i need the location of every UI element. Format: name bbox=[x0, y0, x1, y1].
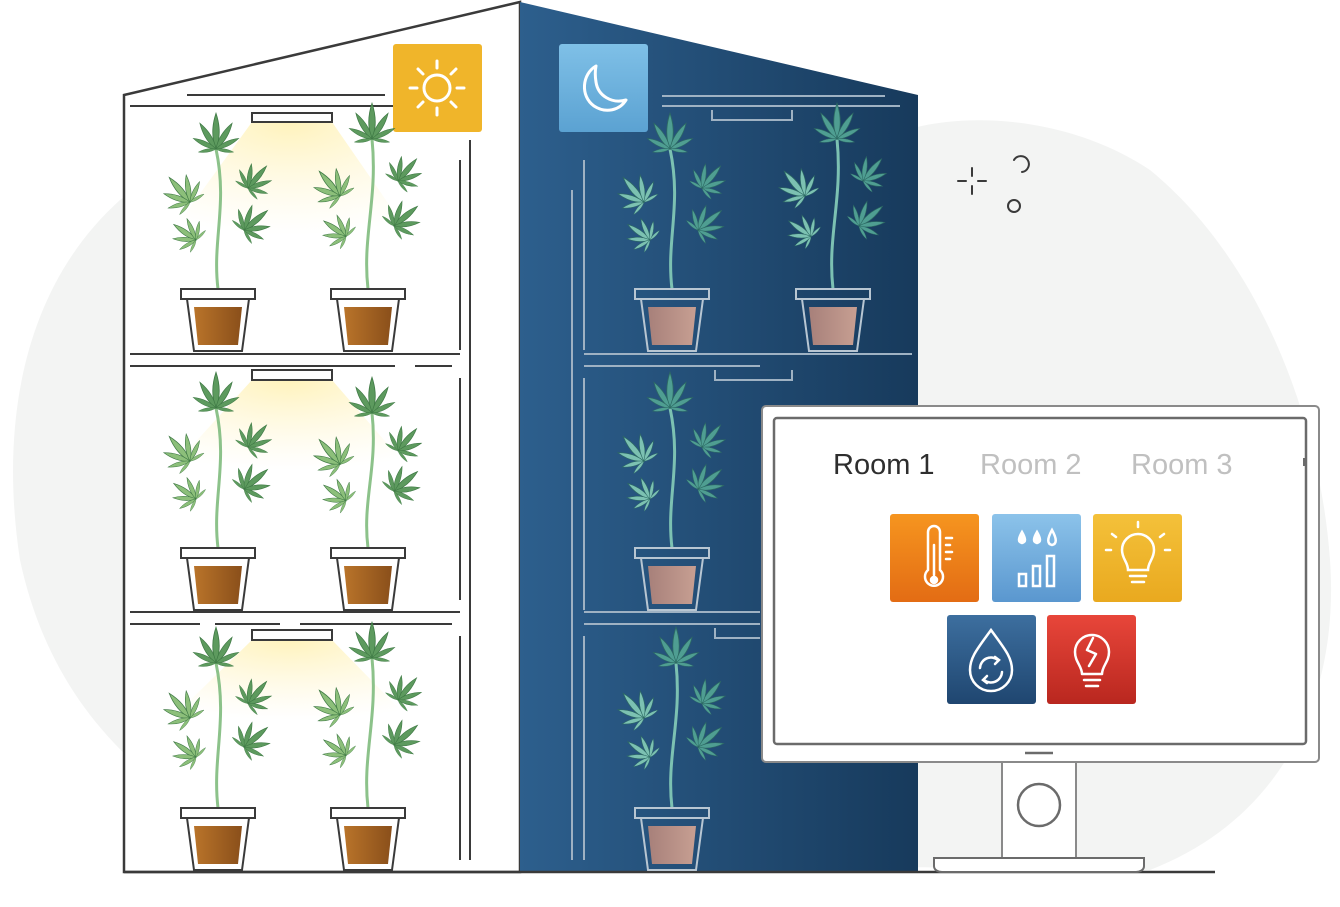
potted-plant-night bbox=[768, 103, 896, 352]
control-monitor: Room 1 Room 2 Room 3 bbox=[761, 405, 1320, 873]
potted-plant-day bbox=[153, 113, 281, 352]
power-fault-tile[interactable] bbox=[1047, 615, 1136, 704]
potted-plant-day bbox=[303, 377, 431, 611]
tab-room-2[interactable]: Room 2 bbox=[980, 449, 1082, 481]
plants bbox=[153, 103, 896, 871]
lighting-tile[interactable] bbox=[1093, 514, 1182, 602]
potted-plant-night bbox=[607, 627, 735, 871]
grow-light-bottom bbox=[170, 629, 410, 720]
potted-plant-night bbox=[607, 113, 735, 352]
humidity-tile[interactable] bbox=[992, 514, 1081, 602]
potted-plant-night bbox=[607, 372, 735, 611]
light-bulb-icon bbox=[1104, 520, 1172, 584]
temperature-tile[interactable] bbox=[890, 514, 979, 602]
thermometer-icon bbox=[923, 524, 954, 587]
humidity-chart-icon bbox=[1017, 527, 1057, 588]
potted-plant-day bbox=[153, 627, 281, 871]
grow-light-top bbox=[170, 112, 410, 235]
potted-plant-day bbox=[303, 622, 431, 871]
water-recycle-icon bbox=[968, 627, 1014, 693]
sparkle-decoration bbox=[957, 155, 1030, 213]
day-mode-indicator[interactable] bbox=[393, 44, 482, 132]
night-mode-indicator[interactable] bbox=[559, 44, 648, 132]
broken-bulb-icon bbox=[1073, 633, 1111, 688]
water-recycle-tile[interactable] bbox=[947, 615, 1036, 704]
sun-icon bbox=[408, 59, 466, 117]
day-grow-room bbox=[122, 0, 522, 874]
tab-room-3[interactable]: Room 3 bbox=[1131, 449, 1233, 481]
potted-plant-day bbox=[303, 103, 431, 352]
potted-plant-day bbox=[153, 372, 281, 611]
power-button-icon[interactable] bbox=[1016, 782, 1062, 828]
moon-icon bbox=[583, 64, 628, 112]
tab-room-1[interactable]: Room 1 bbox=[833, 449, 935, 481]
